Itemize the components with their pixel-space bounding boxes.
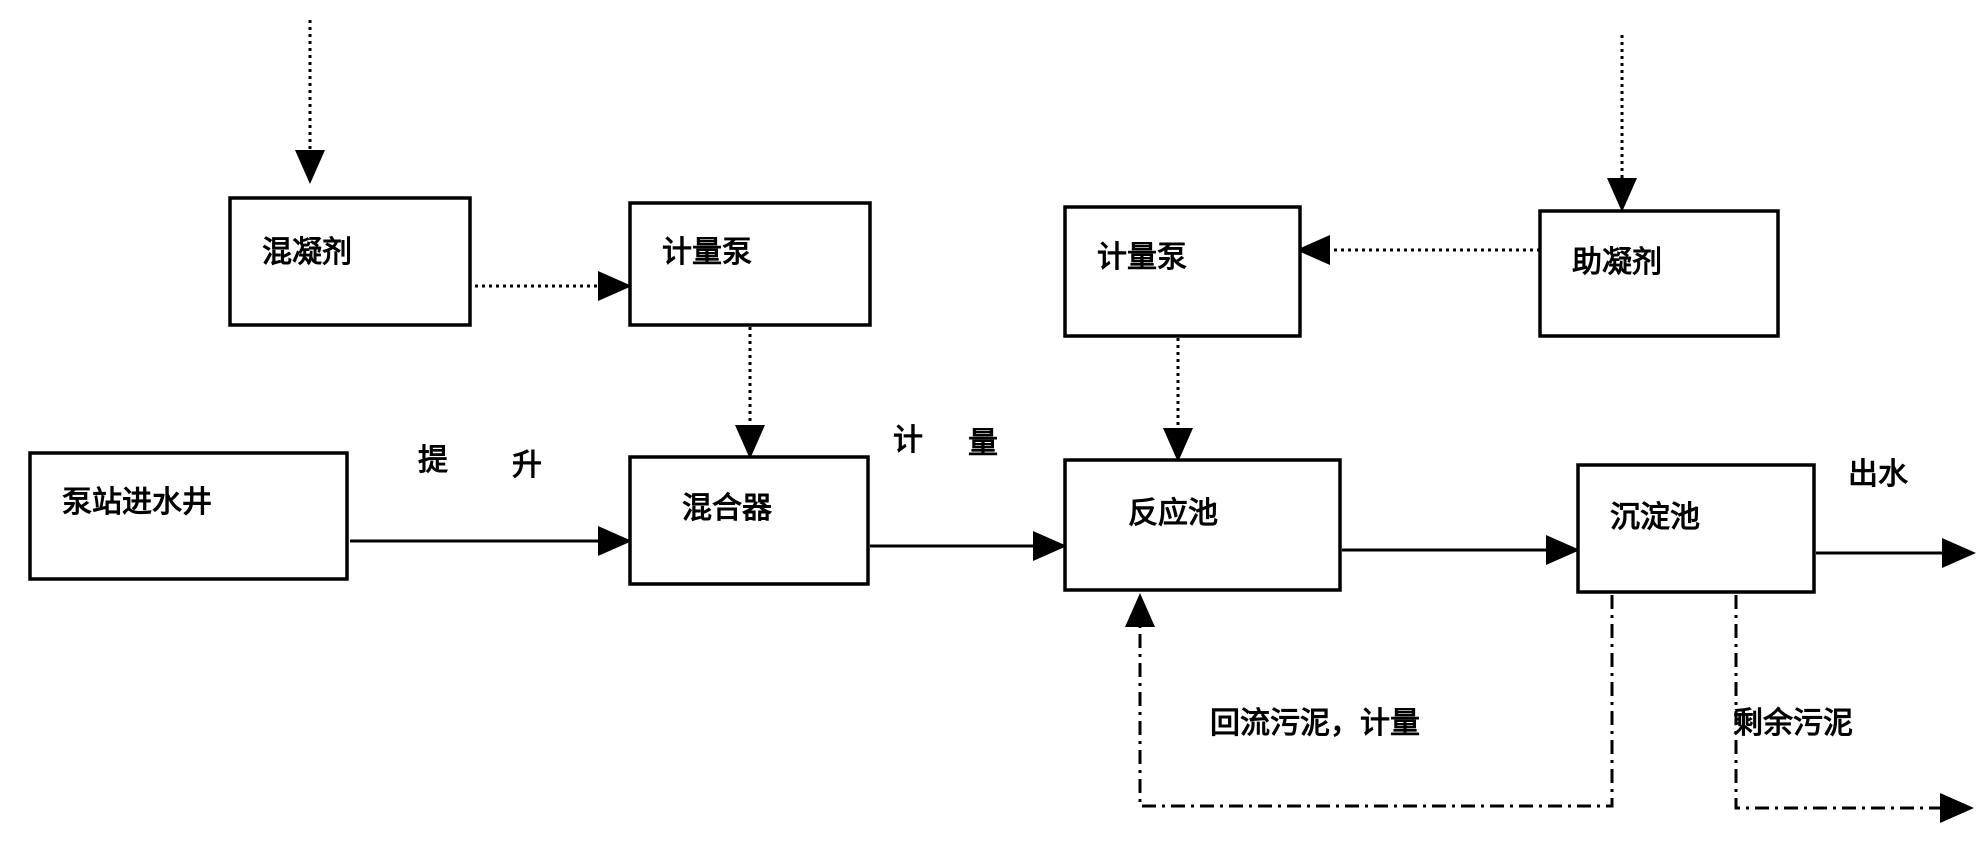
sedimentation-tank-label: 沉淀池 — [1610, 500, 1700, 535]
sedimentation-tank-box: 沉淀池 — [1576, 463, 1816, 594]
return-sludge-line — [1125, 593, 1614, 808]
mixer-box: 混合器 — [628, 455, 870, 586]
lift-label-2: 升 — [512, 448, 542, 483]
metering-pump-1-label: 计量泵 — [662, 235, 752, 270]
coagulant-aid-box: 助凝剂 — [1538, 209, 1780, 338]
reaction-tank-box: 反应池 — [1063, 458, 1342, 592]
coagulant-aid-label: 助凝剂 — [1572, 245, 1662, 280]
coagulant-box: 混凝剂 — [228, 196, 472, 327]
coagulant-label: 混凝剂 — [262, 235, 352, 270]
metering-pump-1-box: 计量泵 — [628, 201, 872, 327]
reaction-tank-label: 反应池 — [1128, 496, 1218, 531]
excess-sludge-label: 剩余污泥 — [1733, 706, 1853, 741]
effluent-label: 出水 — [1848, 457, 1909, 492]
meter-label-1: 计 — [893, 423, 923, 458]
mixer-label: 混合器 — [682, 491, 773, 526]
lift-label-1: 提 — [418, 443, 449, 478]
pump-station-well-label: 泵站进水井 — [62, 485, 212, 520]
meter-label-2: 量 — [968, 426, 998, 461]
metering-pump-2-label: 计量泵 — [1097, 240, 1187, 275]
return-sludge-label: 回流污泥，计量 — [1210, 706, 1420, 741]
metering-pump-2-box: 计量泵 — [1063, 205, 1302, 338]
pump-station-well-box: 泵站进水井 — [28, 451, 349, 581]
excess-sludge-line — [1734, 595, 1974, 823]
